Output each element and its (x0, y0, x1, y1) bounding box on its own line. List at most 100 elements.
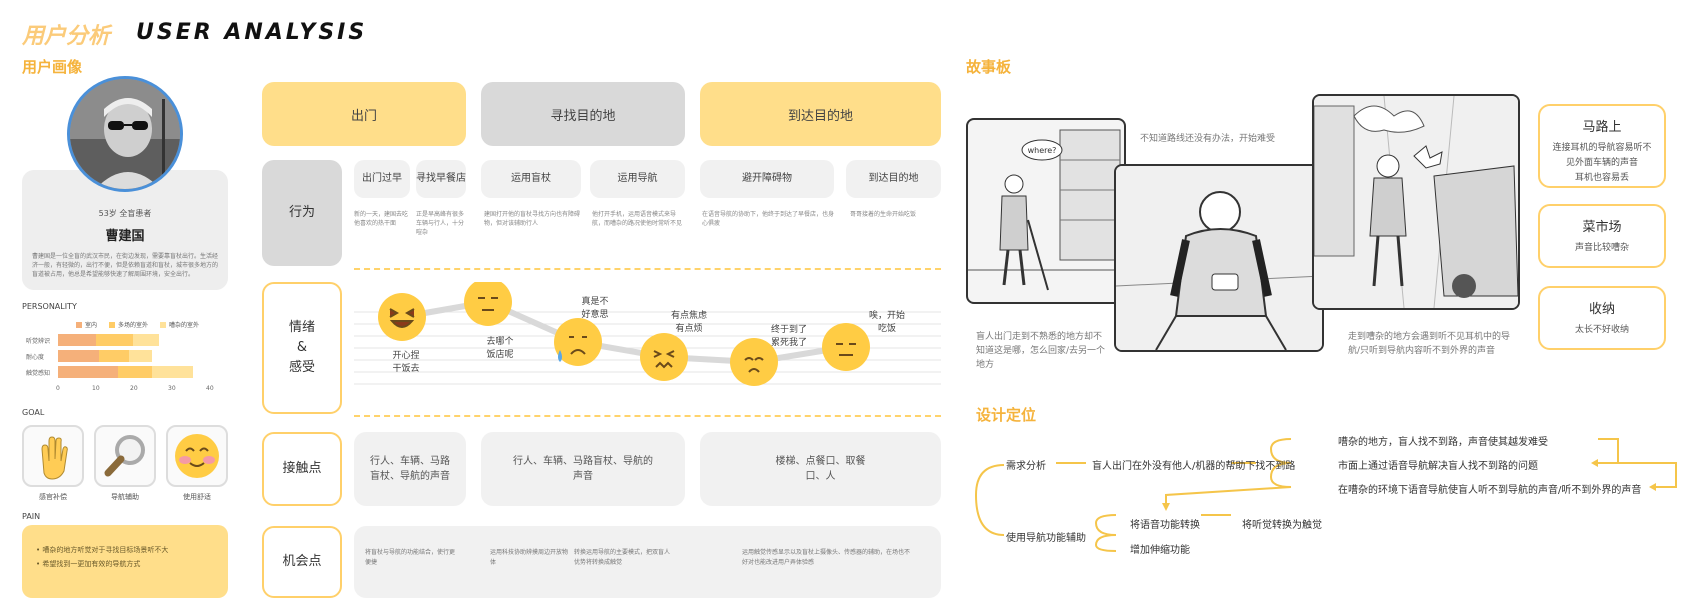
persona-meta: 53岁 全盲患者 (98, 209, 152, 218)
story-caption: 不知道路线还没有办法，开始难受 (1140, 134, 1276, 144)
behavior-desc: 哥哥接着的生命开始吃饭 (850, 211, 917, 218)
opportunity-text: 转换运用导航的主要模式，把双盲人优势将转换成触觉 (574, 549, 671, 566)
opportunity-card (354, 526, 941, 598)
touchpoint-card: 行人、车辆、马路盲杖、导航的声音 (354, 432, 466, 506)
row-touchpoint: 接触点 (262, 432, 342, 506)
opportunity-text: 运用触觉传感显示以及盲杖上摄像头、传感器的辅助，在场也不好对也能改进用户弄体验感 (742, 549, 911, 566)
goal-text: 感官补偿 (39, 493, 67, 501)
need-detail: 盲人出门在外没有他人/机器的帮助下找不到路 (1092, 461, 1296, 472)
row-emotion: 情绪 & 感受 (262, 282, 342, 414)
goal-label: GOAL (22, 408, 45, 417)
behavior-desc: 新的一天，建国去吃他喜欢的热干面 (354, 211, 409, 227)
divider (354, 268, 941, 270)
personality-legend: 室内 多场的室外 嘈杂的室外 (76, 320, 199, 329)
location-card: 菜市场 声音比较嘈杂 (1538, 204, 1666, 268)
convert-note: 将听觉转换为触觉 (1242, 520, 1322, 531)
legend-item: 嘈杂的室外 (160, 320, 199, 329)
behavior-pill: 到达目的地 (846, 160, 941, 198)
bar-label: 触觉感知 (26, 370, 51, 377)
bar-segment (151, 366, 193, 378)
behavior-desc: 正是早高峰有很多车辆与行人，十分喧杂 (416, 211, 465, 236)
touchpoint-card: 行人、车辆、马路盲杖、导航的声音 (481, 432, 685, 506)
pain-item: • 希望找到一更加有效的导航方式 (36, 560, 141, 568)
personality-label: PERSONALITY (22, 302, 77, 311)
title-cn: 用户分析 (22, 24, 111, 49)
need-analysis: 需求分析 (1006, 461, 1046, 472)
story-caption: 走到嘈杂的地方会遇到听不见耳机中的导航/只听到导航内容听不到外界的声音 (1348, 332, 1511, 356)
design-label: 设计定位 (976, 406, 1037, 424)
bar-segment (133, 334, 160, 346)
need-point: 嘈杂的地方，盲人找不到路，声音使其越发难受 (1338, 437, 1548, 448)
legend-item: 多场的室外 (109, 320, 148, 329)
smiling-face-icon (175, 434, 219, 478)
goal-text: 导航辅助 (111, 493, 139, 501)
magnifier-icon (104, 435, 145, 477)
behavior-pill: 运用导航 (590, 160, 685, 198)
location-card: 马路上 连接耳机的导航容易听不见外面车辆的声音耳机也容易丢 (1538, 104, 1666, 188)
bar-segment (95, 334, 133, 346)
goal-card (94, 425, 156, 487)
thinking-face-icon (464, 282, 512, 326)
story-panel: where? (966, 118, 1126, 304)
bar-segment (58, 334, 96, 346)
bar-segment (118, 366, 152, 378)
goal-card (166, 425, 228, 487)
emotion-text: 去哪个饭店呢 (486, 337, 514, 360)
anxious-face-icon (640, 333, 688, 381)
emotion-text: 有点焦虑有点烦 (670, 311, 707, 334)
touchpoint-card: 楼梯、点餐口、取餐口、人 (700, 432, 941, 506)
persona-desc: 曹建国是一位全盲的武汉市民，在街边发现，需要靠盲杖出行。生活经济一般，有轻微的，… (32, 253, 219, 278)
sad-face-icon (554, 318, 602, 366)
behavior-pill: 出门过早 (354, 160, 410, 198)
use-function: 使用导航功能辅助 (1006, 533, 1086, 544)
bar-segment (58, 366, 118, 378)
persona-label: 用户画像 (22, 58, 83, 76)
bar-axis: 0 10 20 30 40 (56, 385, 214, 392)
phase-leave: 出门 (262, 82, 466, 146)
bar-segment (129, 350, 152, 362)
opportunity-text: 将盲杖与导航的功能结合，使行更便捷 (365, 549, 456, 566)
row-opportunity: 机会点 (262, 526, 342, 598)
pain-label: PAIN (22, 512, 41, 521)
emotion-curve (354, 282, 941, 386)
need-point: 市面上通过语音导航解决盲人找不到路的问题 (1338, 461, 1538, 472)
goal-card (22, 425, 84, 487)
laughing-face-icon (378, 293, 426, 341)
bar-label: 听觉辨识 (26, 338, 51, 345)
use-point: 增加伸缩功能 (1130, 545, 1190, 556)
bar-segment (99, 350, 130, 362)
goal-text: 使用舒适 (183, 493, 211, 501)
behavior-desc: 他打开手机，运用语音模式来导航，而嘈杂的路况使他时常听不见 (592, 211, 683, 227)
story-panel (1312, 94, 1520, 310)
emotion-text: 唉，开始吃饭 (868, 311, 905, 334)
legend-item: 室内 (76, 320, 97, 329)
use-point: 将语音功能转换 (1130, 520, 1200, 531)
neutral-face-icon (822, 323, 870, 371)
behavior-desc: 建国打开他的盲杖寻找方向也有障碍物，但对该辅助行人 (484, 211, 581, 227)
pain-item: • 嘈杂的地方听觉对于寻找目标场景听不大 (36, 546, 169, 554)
behavior-pill: 运用盲杖 (481, 160, 581, 198)
design-connectors (974, 438, 1677, 552)
behavior-desc: 在语音导航的协助下，他终于到达了早餐店，也身心俱疲 (702, 211, 835, 227)
emotion-text: 开心捏干饭去 (392, 351, 420, 374)
divider (354, 415, 941, 417)
story-panel (1114, 164, 1324, 352)
speech-bubble-text: where? (1028, 146, 1057, 155)
opportunity-text: 运用科技协助辨摸周边开放物体 (490, 549, 569, 566)
need-point: 在嘈杂的环境下语音导航使盲人听不到导航的声音/听不到外界的声音 (1338, 485, 1642, 496)
phase-arrive: 到达目的地 (700, 82, 941, 146)
tired-face-icon (730, 338, 778, 386)
storyboard-label: 故事板 (966, 58, 1012, 76)
row-behavior: 行为 (262, 160, 342, 266)
pain-card: • 嘈杂的地方听觉对于寻找目标场景听不大 • 希望找到一更加有效的导航方式 (22, 525, 228, 598)
emotion-text: 真是不好意思 (581, 297, 609, 320)
bar-segment (58, 350, 100, 362)
location-card: 收纳 太长不好收纳 (1538, 286, 1666, 350)
story-caption: 盲人出门走到不熟悉的地方却不知道这是哪，怎么回家/去另一个地方 (976, 332, 1106, 370)
phase-search: 寻找目的地 (481, 82, 685, 146)
persona-name: 曹建国 (105, 229, 145, 244)
behavior-pill: 寻找早餐店 (416, 160, 466, 198)
raised-hand-icon (41, 436, 68, 480)
avatar (67, 76, 183, 192)
personality-bar-chart: 听觉辨识 耐心度 触觉感知 (22, 332, 222, 392)
